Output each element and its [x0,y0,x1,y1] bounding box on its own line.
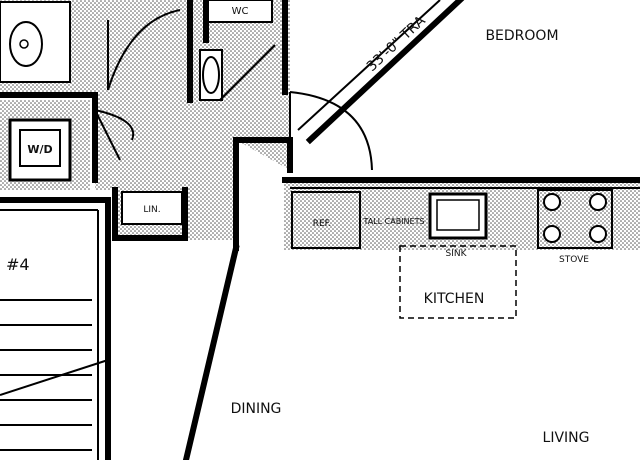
refrigerator-box [291,191,361,249]
wall-diagonal-bedroom [305,0,465,145]
wall-upper-left [0,92,98,183]
unit-number: #4 [6,255,30,274]
wd-label: W/D [27,143,52,156]
bath-fixture [0,1,71,83]
door-leaf-wc [219,44,276,101]
linen-box [121,191,183,225]
door-swing-closet [94,109,135,141]
sink-label: SINK [445,249,467,259]
stove-burner-2 [589,193,607,211]
wall-linen [112,187,188,241]
wd-box-inner [19,129,61,167]
door-swing-bedroom [289,91,373,171]
stove-label: STOVE [559,255,589,265]
refrigerator-label: REF. [313,219,332,229]
wc-label: WC [232,6,249,17]
kitchen-island-outline [399,245,517,319]
stove-box [537,189,613,249]
door-leaf-closet [94,109,121,161]
wall-diagonal-dining [182,244,240,460]
tall-cabinets-label: TALL CABINETS [362,217,424,226]
bath-drain [19,39,29,49]
dimension-label: 33'-0" TRA [364,13,429,75]
wall-stair-enclosure [0,197,111,460]
stove-burner-3 [543,225,561,243]
sink-basin [436,199,480,231]
wall-diagonal-bedroom-inner [297,0,441,131]
bedroom-label: BEDROOM [485,28,558,44]
linen-label: LIN. [143,205,160,215]
stove-burner-4 [589,225,607,243]
living-label: LIVING [543,430,590,446]
dining-label: DINING [231,401,282,417]
toilet-bowl [202,56,220,94]
door-swing-bath [107,9,181,91]
stove-burner-1 [543,193,561,211]
stair-treads [0,299,109,451]
kitchen-label: KITCHEN [424,291,485,307]
bath-basin [9,21,43,67]
